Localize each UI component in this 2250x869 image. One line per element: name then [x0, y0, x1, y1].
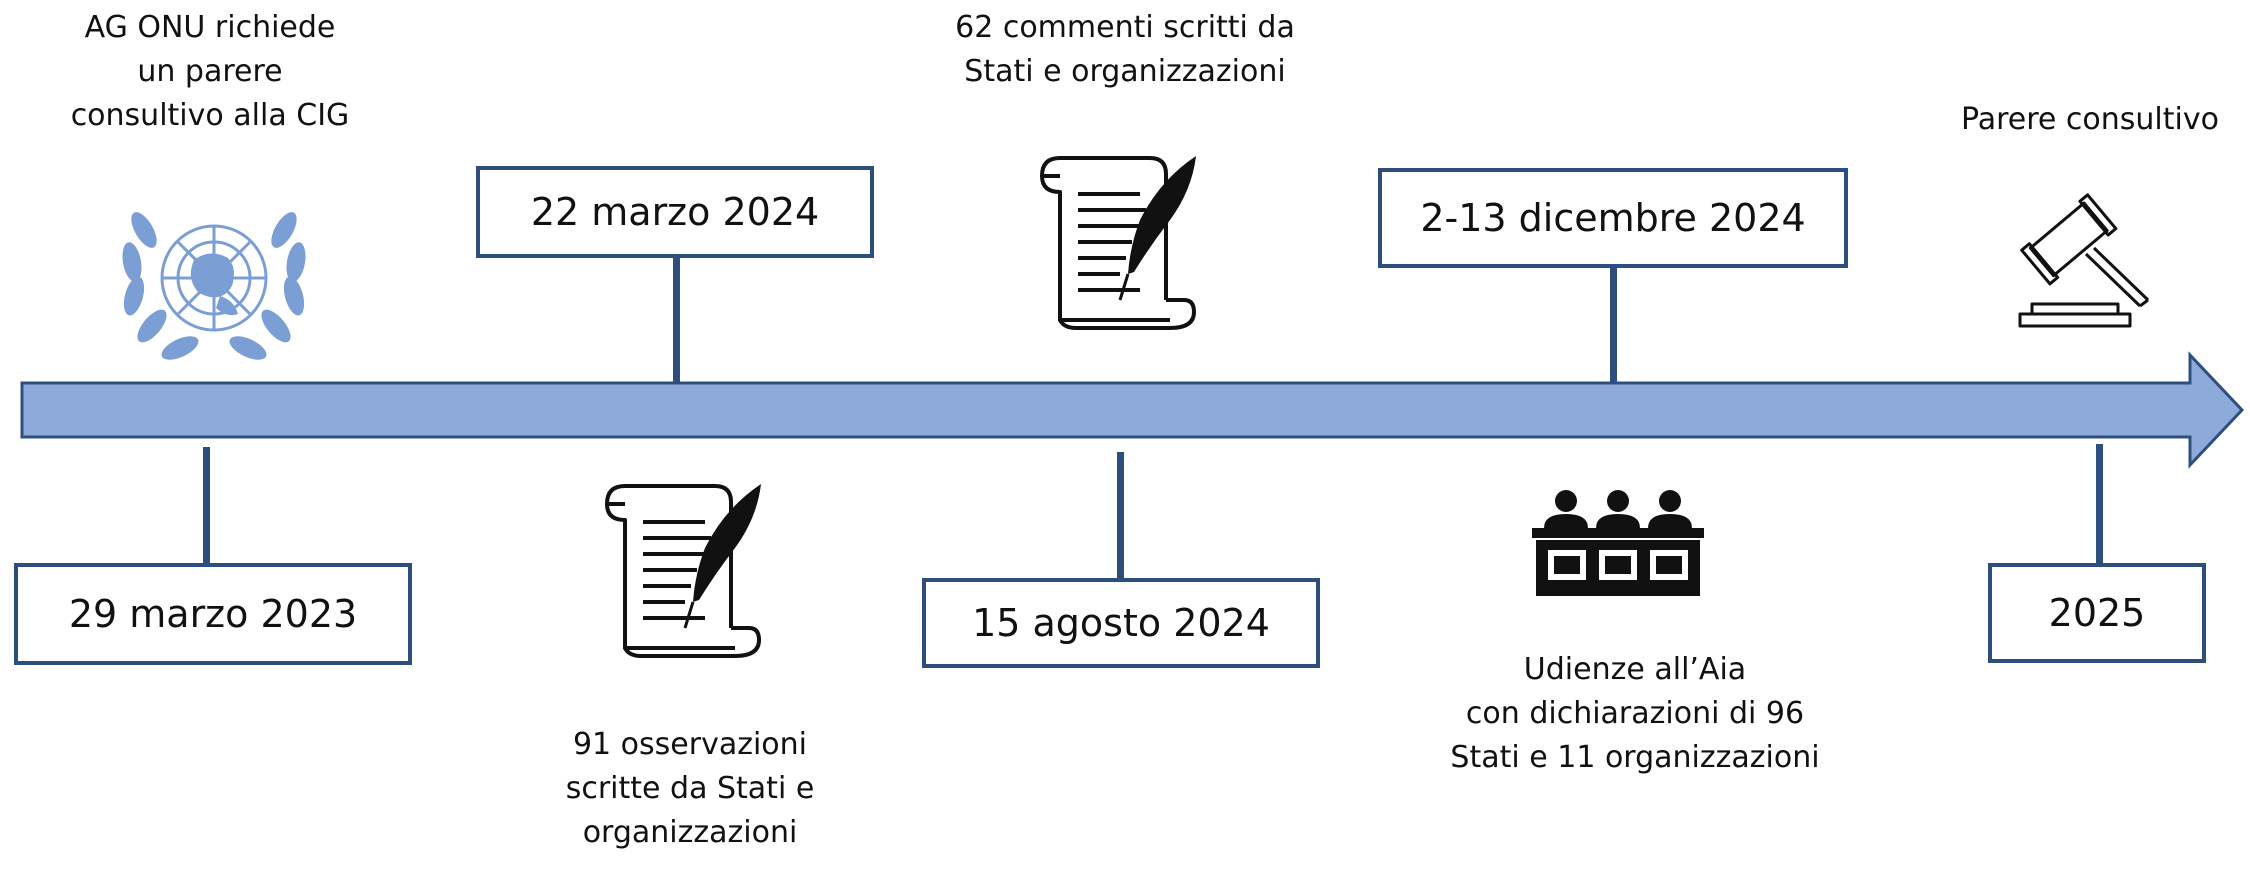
date-label: 2025: [2048, 591, 2146, 635]
date-label: 15 agosto 2024: [972, 601, 1270, 645]
caption-written-observations: 91 osservazioni scritte da Stati e organ…: [565, 727, 815, 850]
gavel-icon: [2018, 193, 2150, 328]
date-box-2024-12: 2-13 dicembre 2024: [1378, 168, 1848, 268]
date-box-2024-03-22: 22 marzo 2024: [476, 166, 874, 258]
connector-2024-03: [673, 258, 680, 383]
connector-2024-08: [1117, 452, 1124, 578]
date-label: 29 marzo 2023: [68, 592, 358, 636]
connector-2025: [2096, 444, 2103, 563]
date-label: 22 marzo 2024: [530, 190, 820, 234]
scroll-quill-icon: [605, 484, 761, 658]
connector-2024-12: [1610, 268, 1617, 383]
un-emblem-icon: [122, 212, 306, 360]
court-hearing-icon: [1532, 490, 1704, 596]
date-box-2023-03-29: 29 marzo 2023: [14, 563, 412, 665]
date-label: 2-13 dicembre 2024: [1420, 196, 1806, 240]
date-box-2025: 2025: [1988, 563, 2206, 663]
date-box-2024-08-15: 15 agosto 2024: [922, 578, 1320, 668]
caption-advisory-opinion: Parere consultivo: [1961, 102, 2219, 137]
caption-un-request: AG ONU richiede un parere consultivo all…: [70, 10, 350, 133]
caption-written-comments: 62 commenti scritti da Stati e organizza…: [955, 10, 1295, 89]
connector-2023: [203, 447, 210, 563]
scroll-quill-icon: [1040, 156, 1196, 330]
caption-hearings: Udienze all’Aia con dichiarazioni di 96 …: [1450, 652, 1820, 775]
